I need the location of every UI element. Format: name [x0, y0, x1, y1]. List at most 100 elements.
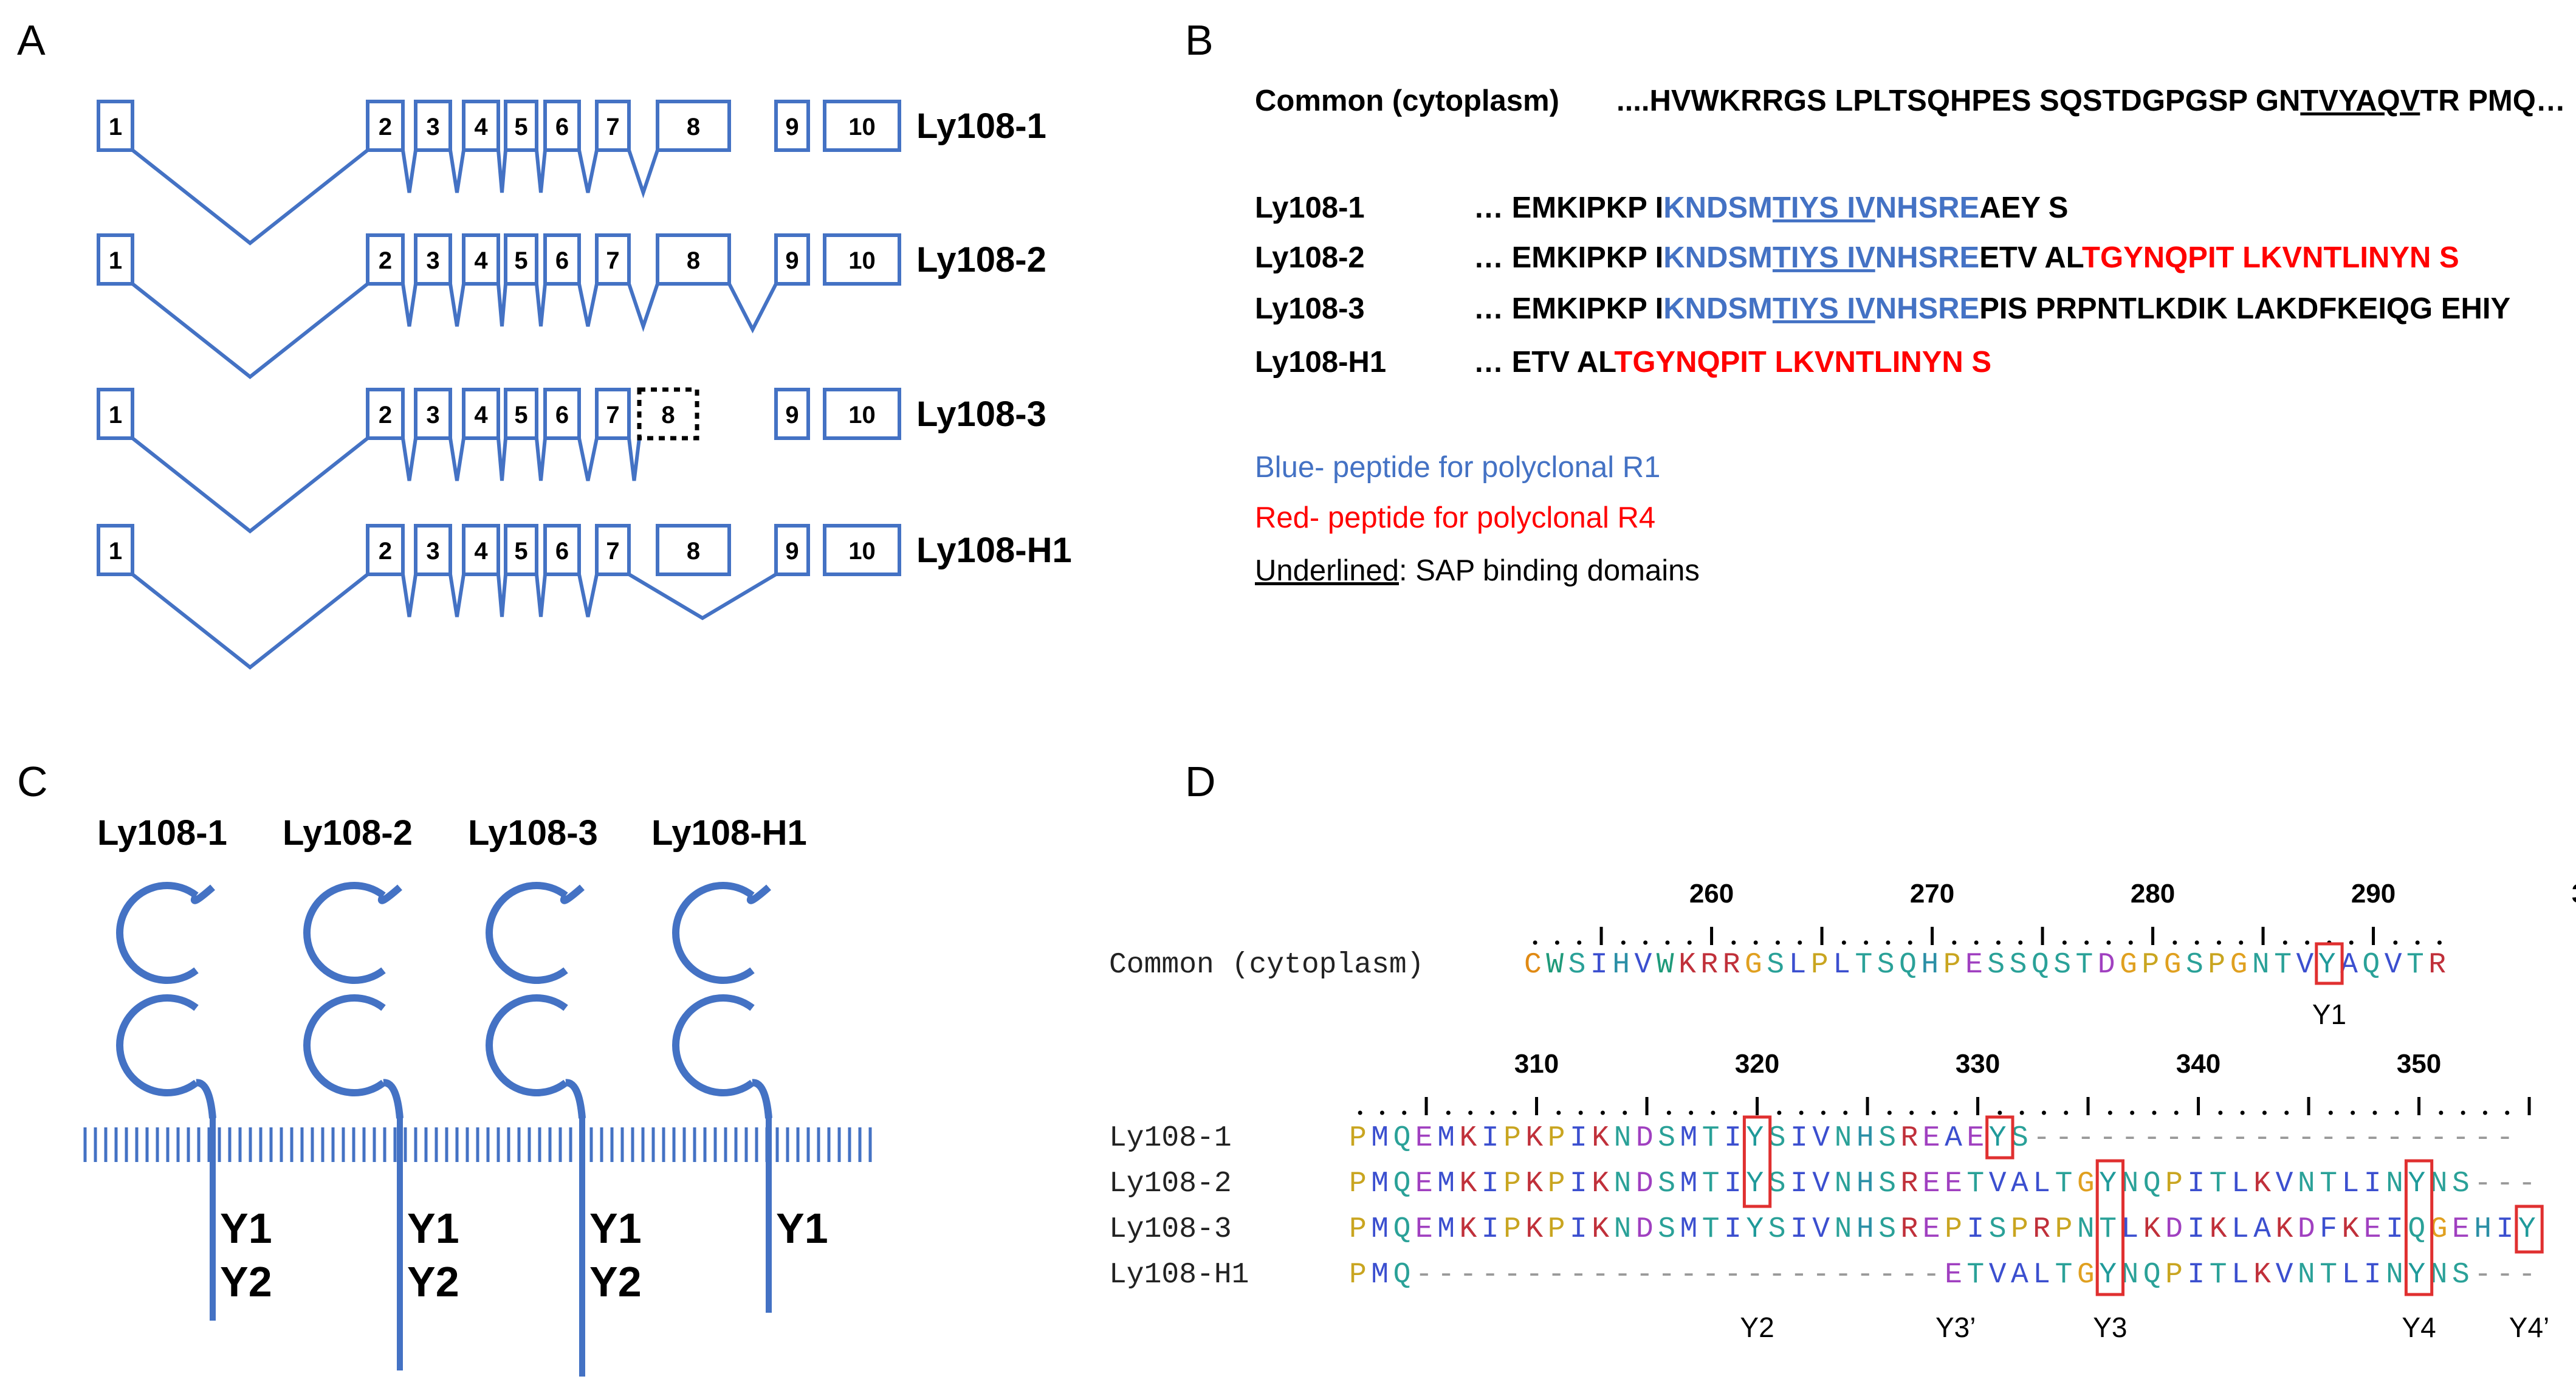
ruler-number: 300 [2572, 879, 2576, 909]
residue: D [1636, 1167, 1654, 1200]
residue: - [2518, 1259, 2536, 1291]
residue: L [2342, 1167, 2360, 1200]
sequence-segment: ....HVWKRRGS LPLTSQHPES SQSTDGPGSP GN [1616, 84, 2300, 117]
residue: P [1349, 1122, 1367, 1155]
sequence-segment: KNDSM [1663, 191, 1773, 224]
residue: - [2253, 1122, 2271, 1155]
residue: - [2298, 1122, 2315, 1155]
ruler-dot [1843, 1110, 1848, 1115]
exon-number: 9 [785, 538, 799, 565]
residue: V [1812, 1167, 1830, 1200]
splice-junction [577, 438, 599, 481]
residue: E [1415, 1213, 1433, 1246]
residue: P [2208, 949, 2225, 982]
ruler-dot [2019, 1110, 2024, 1115]
exon-box [366, 524, 405, 576]
ruler-dot [1733, 1110, 1737, 1115]
residue: V [2385, 949, 2402, 982]
residue: E [1923, 1167, 1940, 1200]
splice-junction [131, 436, 369, 534]
ruler-dot [1841, 940, 1846, 945]
legend-underline-rest: : SAP binding domains [1399, 554, 1700, 587]
residue: - [1592, 1259, 1609, 1291]
exon-box [595, 388, 631, 440]
residue: L [2231, 1259, 2249, 1291]
exon-box [97, 388, 134, 440]
residue: S [1767, 949, 1784, 982]
residue: Q [1899, 949, 1917, 982]
residue: - [1901, 1259, 1918, 1291]
ruler-dot [1621, 940, 1626, 945]
ruler-dot [2372, 1110, 2377, 1115]
residue: E [1945, 1167, 1962, 1200]
residue: S [1878, 1213, 1896, 1246]
residue: D [1636, 1213, 1654, 1246]
domain-stalk [383, 1079, 404, 1119]
residue: I [2386, 1213, 2403, 1246]
residue: K [1678, 949, 1696, 982]
receptor-label: Ly108-H1 [651, 813, 807, 853]
ruler-dot [2128, 940, 2133, 945]
residue: P [2055, 1213, 2073, 1246]
residue: L [1833, 949, 1850, 982]
residue: I [1482, 1213, 1499, 1246]
residue: S [2186, 949, 2203, 982]
residue: P [1943, 949, 1961, 982]
exon-number: 3 [426, 114, 439, 140]
residue: I [1790, 1213, 1808, 1246]
residue: T [2274, 949, 2292, 982]
residue: G [1745, 949, 1762, 982]
residue: T [2076, 949, 2093, 982]
residue: Y [2518, 1213, 2536, 1246]
residue: - [2165, 1122, 2183, 1155]
residue: - [2187, 1122, 2205, 1155]
residue: K [1592, 1213, 1609, 1246]
isoform-label: Ly108-3 [916, 394, 1046, 434]
exon-box [656, 233, 731, 286]
residue: D [1636, 1122, 1654, 1155]
residue: H [2474, 1213, 2492, 1246]
ruler-dot [1886, 940, 1891, 945]
residue: - [1503, 1259, 1521, 1291]
domain-hook [746, 884, 771, 904]
residue: H [1856, 1167, 1874, 1200]
residue: N [2077, 1213, 2095, 1246]
residue: Y [1746, 1167, 1764, 1200]
residue: K [2143, 1213, 2161, 1246]
residue: N [2298, 1167, 2315, 1200]
residue: V [2276, 1167, 2293, 1200]
residue: - [1702, 1259, 1720, 1291]
residue: P [1811, 949, 1829, 982]
ig-domain [671, 994, 755, 1096]
residue: P [2011, 1213, 2028, 1246]
exon-box [595, 524, 631, 576]
ruler-dot [1666, 1110, 1671, 1115]
exon-box [97, 233, 134, 286]
residue: K [1592, 1122, 1609, 1155]
receptor-label: Ly108-2 [283, 813, 413, 853]
residue: V [1812, 1213, 1830, 1246]
residue: - [1437, 1259, 1455, 1291]
residue: P [1503, 1167, 1521, 1200]
residue: T [2320, 1167, 2337, 1200]
ruler-dot [2328, 1110, 2333, 1115]
residue: G [2077, 1167, 2095, 1200]
residue: P [1349, 1259, 1367, 1291]
residue: K [1525, 1122, 1543, 1155]
residue: - [1790, 1259, 1808, 1291]
ruler-dot [1798, 940, 1802, 945]
exon-box [543, 100, 581, 152]
residue: L [2033, 1259, 2050, 1291]
residue: D [2165, 1213, 2183, 1246]
residue: K [1525, 1167, 1543, 1200]
sequence-row-label: Ly108-3 [1255, 292, 1365, 325]
sequence-segment: AEY S [1979, 191, 2068, 224]
sequence-segment: TVYAQV [2300, 84, 2420, 117]
exon-number: 5 [514, 247, 527, 274]
exon-number: 5 [514, 538, 527, 565]
ruler-dot [1974, 940, 1979, 945]
residue: R [1901, 1167, 1918, 1200]
ruler-dot [2194, 940, 2199, 945]
